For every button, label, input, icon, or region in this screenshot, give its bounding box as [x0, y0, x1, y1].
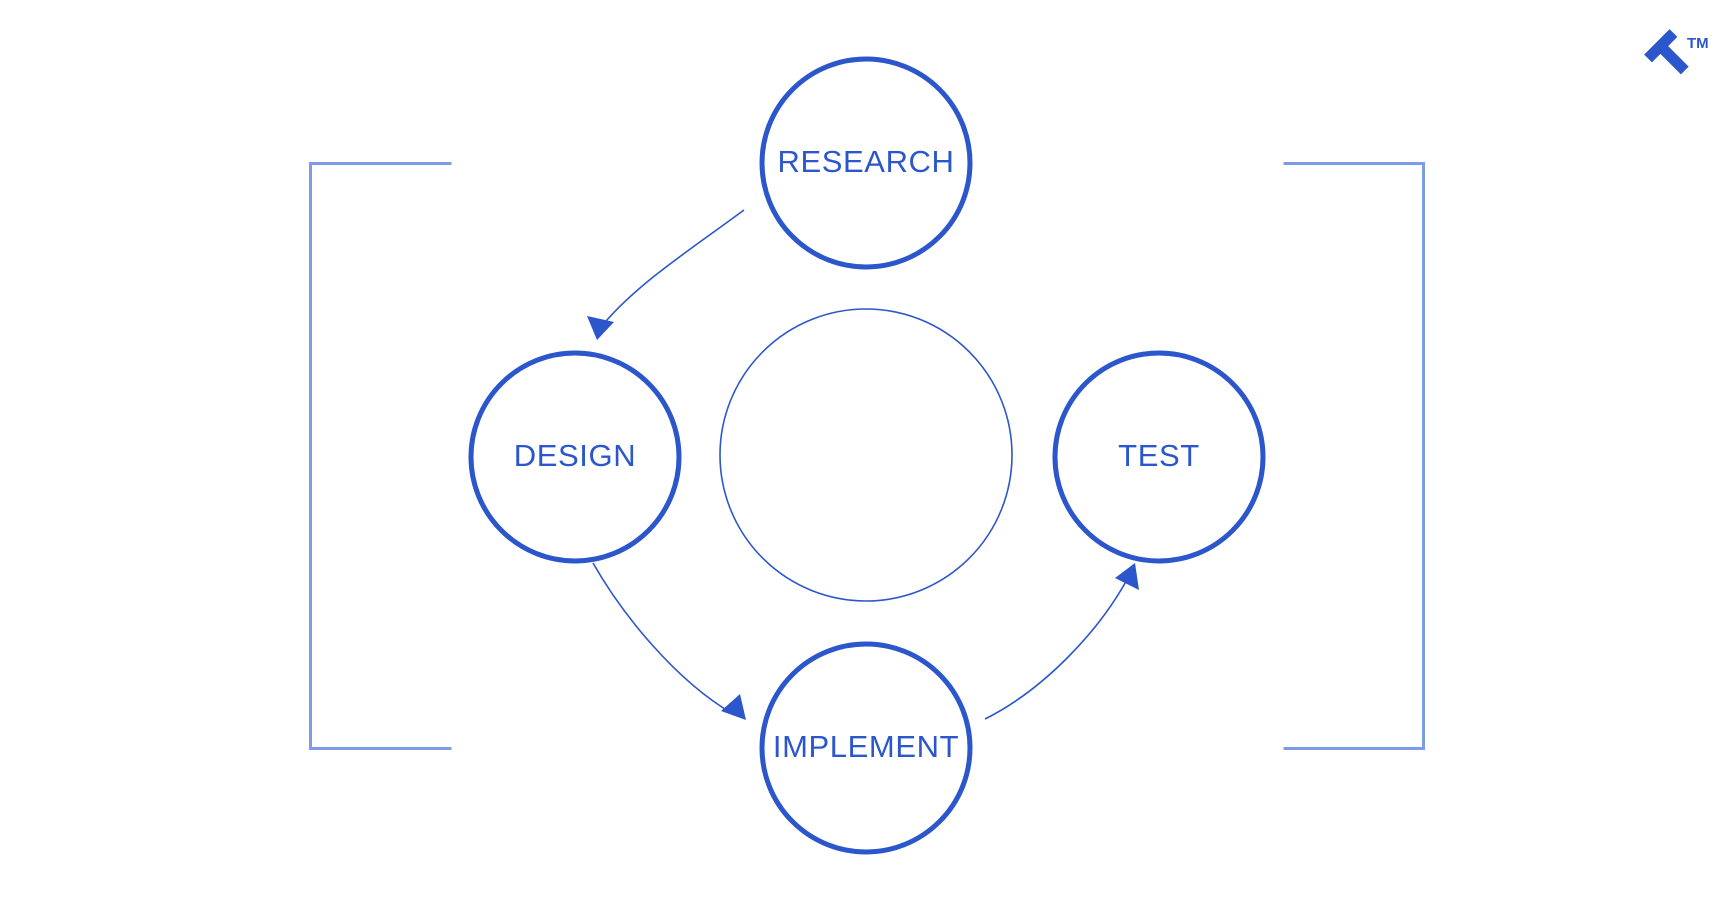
node-design-ring[interactable]: [468, 350, 682, 564]
connector-design-to-implement-arrowhead: [721, 694, 746, 720]
connector-research-to-design: [587, 209, 745, 340]
connector-implement-to-test: [984, 563, 1139, 720]
toptal-logo-icon: [1644, 29, 1689, 75]
node-design[interactable]: DESIGN: [468, 350, 682, 564]
connector-design-to-implement: [592, 562, 746, 720]
hub-circle: [719, 308, 1013, 602]
node-research-ring[interactable]: [759, 56, 973, 270]
node-implement-label: IMPLEMENT: [773, 729, 959, 764]
connector-design-to-implement-line: [592, 562, 734, 715]
toptal-logo-glyph: [1644, 29, 1689, 75]
bracket-right: [1283, 162, 1425, 750]
node-implement-ring[interactable]: [759, 641, 973, 855]
connector-implement-to-test-line: [984, 575, 1130, 720]
bracket-right-path: [1283, 162, 1425, 750]
connector-research-to-design-line: [600, 209, 745, 328]
node-test-ring[interactable]: [1052, 350, 1266, 564]
connector-implement-to-test-arrowhead: [1115, 563, 1139, 590]
toptal-logo: TM: [1644, 29, 1709, 75]
node-research-label: RESEARCH: [777, 144, 954, 179]
node-design-label: DESIGN: [514, 438, 636, 473]
bracket-left-path: [309, 162, 452, 750]
connector-research-to-design-arrowhead: [587, 316, 614, 340]
node-test-label: TEST: [1118, 438, 1200, 473]
node-implement[interactable]: IMPLEMENT: [759, 641, 973, 855]
node-research[interactable]: RESEARCH: [759, 56, 973, 270]
bracket-left: [309, 162, 452, 750]
node-test[interactable]: TEST: [1052, 350, 1266, 564]
trademark-symbol: TM: [1687, 35, 1709, 52]
